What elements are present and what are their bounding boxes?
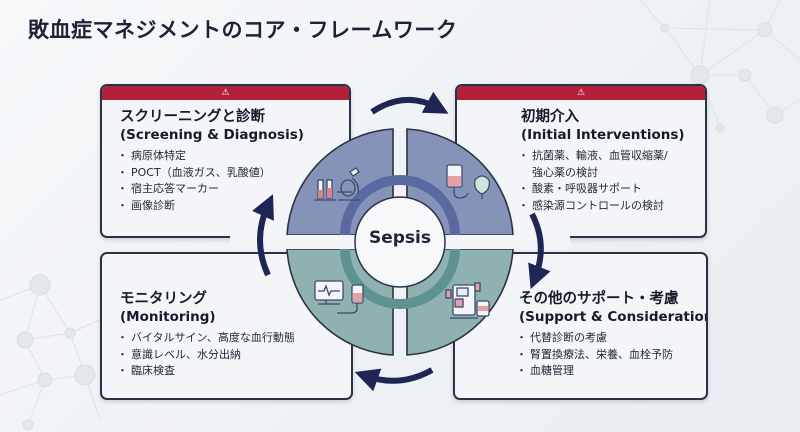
list-item: 血糖管理 [516,363,706,380]
list-item: 代替診断の考慮 [516,330,706,347]
list-item: バイタルサイン、高度な血行動態 [117,330,295,347]
test-tubes-microscope-icon [314,167,360,201]
warning-icon: ⚠ [576,88,586,98]
quadrant-screening [286,128,394,236]
card-title-en: (Monitoring) [120,309,216,325]
card-item-list: 病原体特定 POCT（血液ガス、乳酸値） 宿主応答マーカー 画像診断 [117,148,304,215]
warning-icon: ⚠ [221,88,230,98]
arrow-initial-to-support [528,212,551,290]
card-title-en: (Support & Considerations) [519,309,708,325]
card-title-jp: その他のサポート・考慮 [519,291,679,307]
page-title: 敗血症マネジメントのコア・フレームワーク [28,18,458,42]
list-item: 宿主応答マーカー [117,181,304,198]
center-circle [354,196,446,288]
quadrant-monitoring [286,248,394,356]
card-title-jp: モニタリング [120,291,207,307]
dialysis-machine-icon [445,282,490,319]
card-header-bar: ⚠ [457,86,705,100]
list-item: 感染源コントロールの検討 [518,198,685,215]
arrow-support-to-monitoring [354,367,434,392]
card-title-jp: スクリーニングと診断 [120,109,265,125]
arrow-monitoring-to-screening [252,194,274,277]
card-title-en: (Initial Interventions) [521,127,685,143]
card-item-list: 代替診断の考慮 腎置換療法、栄養、血栓予防 血糖管理 [516,330,706,380]
center-label-sepsis: Sepsis [368,228,431,248]
list-item: 抗菌薬、輸液、血管収縮薬/ [518,148,685,165]
list-item: 臨床検査 [117,363,295,380]
card-item-list: 抗菌薬、輸液、血管収縮薬/ 強心薬の検討 酸素・呼吸器サポート 感染源コントロー… [518,148,685,215]
card-screening-diagnosis: ⚠ スクリーニングと診断 (Screening & Diagnosis) 病原体… [100,84,351,238]
card-header-bar: ⚠ [102,86,349,100]
list-item: POCT（血液ガス、乳酸値） [117,165,304,182]
list-item: 画像診断 [117,198,304,215]
inner-ring-top [340,175,460,236]
list-item: 意識レベル、水分出納 [117,347,295,364]
list-item-continuation: 強心薬の検討 [532,165,598,179]
list-item: 腎置換療法、栄養、血栓予防 [516,347,706,364]
monitor-iv-icon [314,280,364,314]
card-title-jp: 初期介入 [521,109,579,125]
list-item: 酸素・呼吸器サポート [518,181,685,198]
card-title-en: (Screening & Diagnosis) [120,127,304,143]
inner-ring-bottom [340,248,460,309]
card-item-list: バイタルサイン、高度な血行動態 意識レベル、水分出納 臨床検査 [117,330,295,380]
list-item: 病原体特定 [117,148,304,165]
iv-bag-oxygen-mask-icon [446,164,490,199]
arrow-screening-to-initial [370,91,449,115]
